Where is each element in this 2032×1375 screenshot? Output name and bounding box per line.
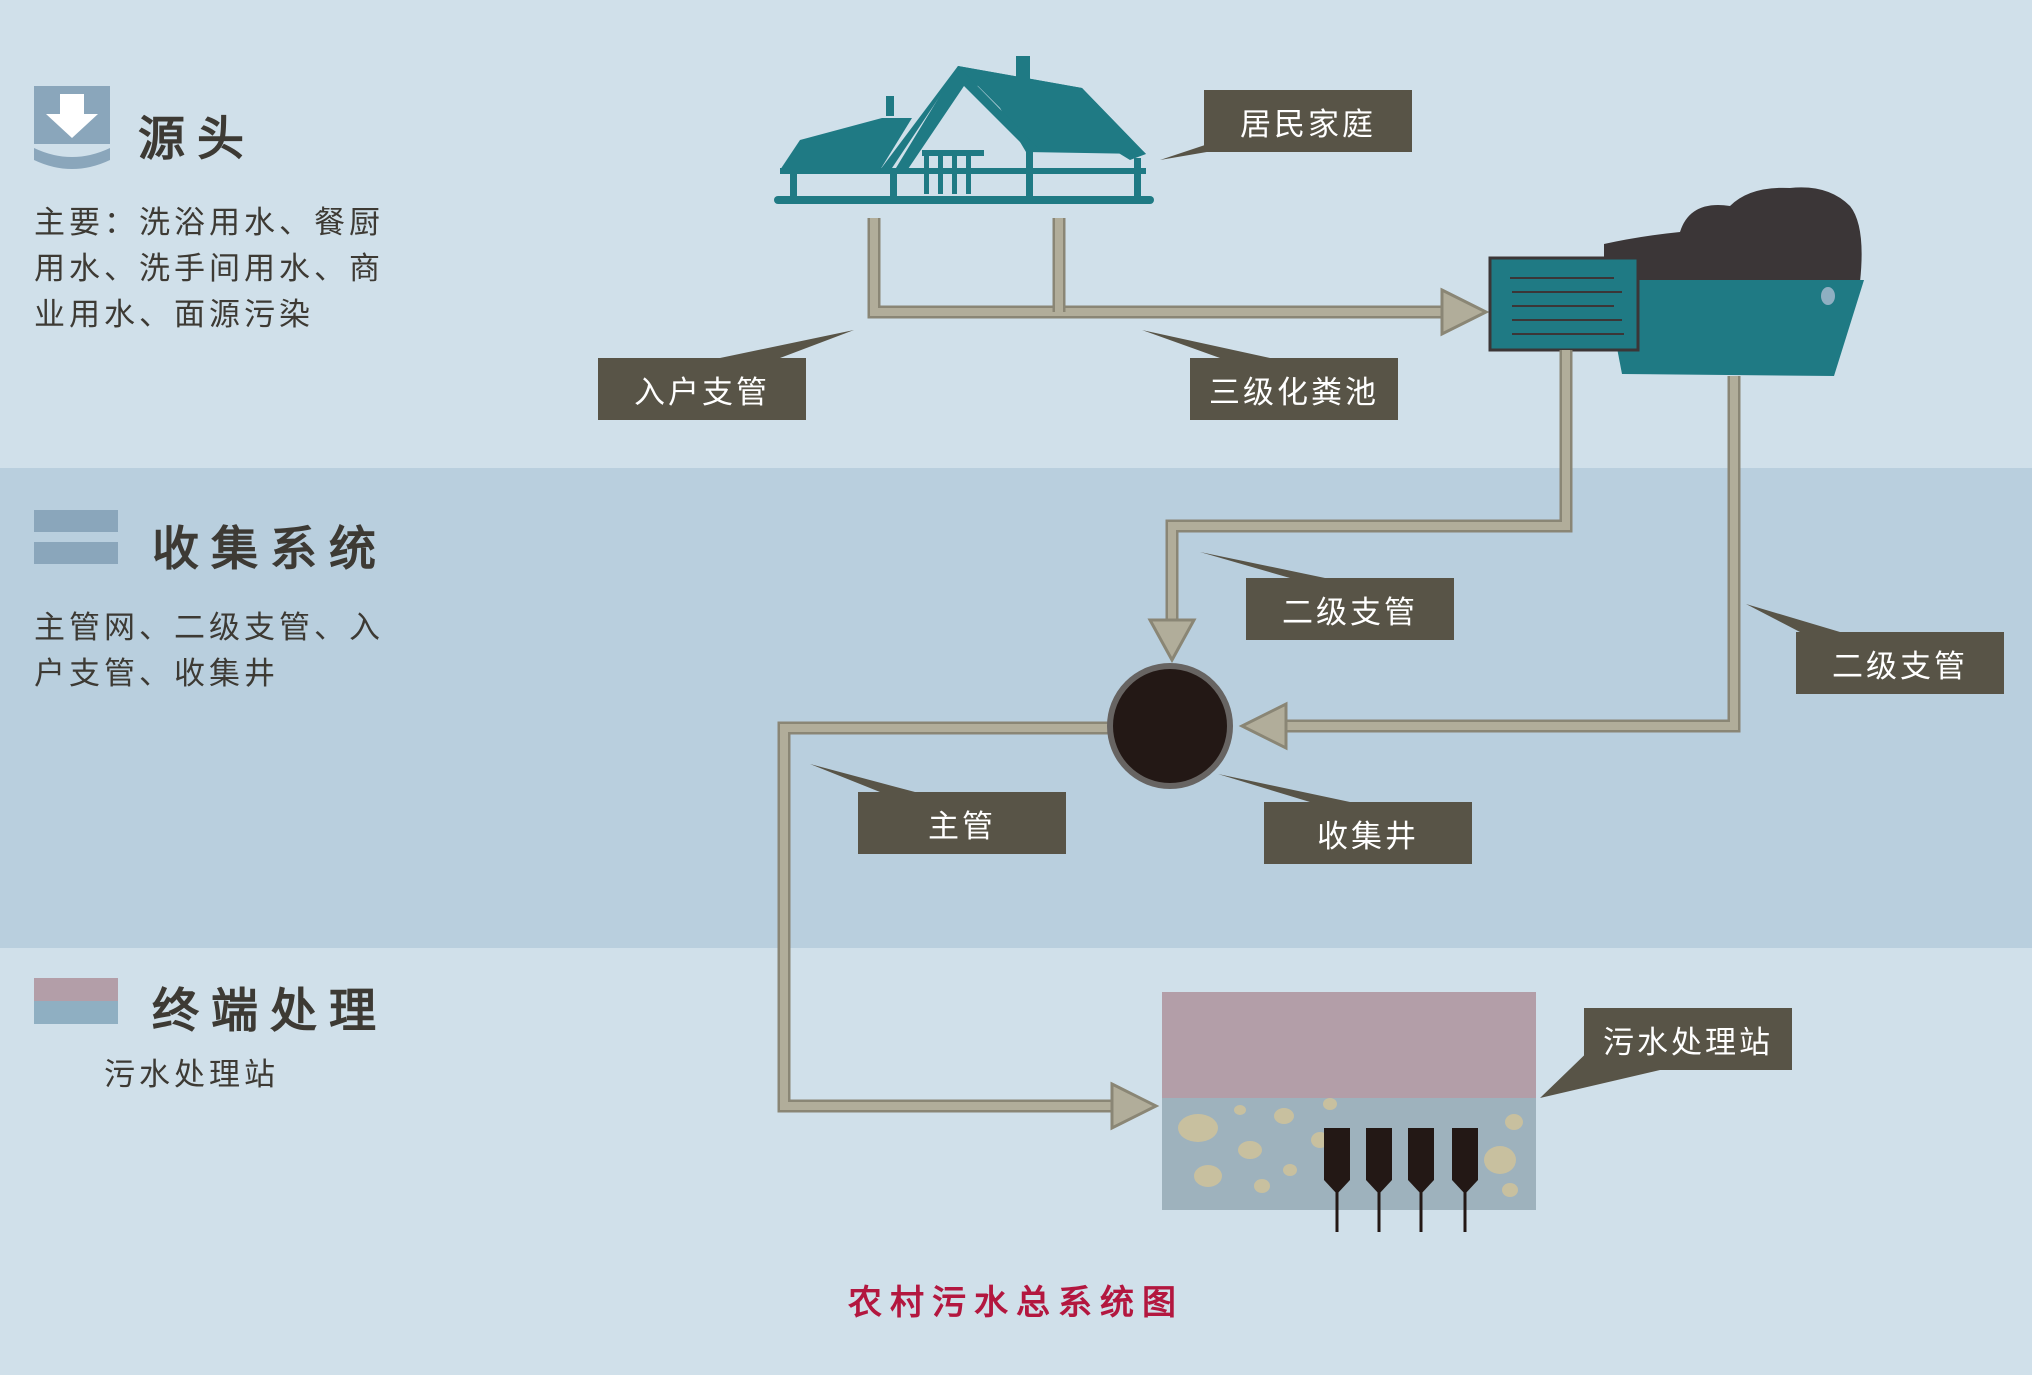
down-arrow-icon [34,86,110,169]
terminal-description: 污水处理站 [104,1052,279,1098]
house-branch-pipe-label: 入户支管 [598,358,806,420]
collection-well-icon [1107,663,1233,789]
main-pipe-label: 主管 [858,792,1066,854]
house-branch-pipe [867,218,1490,337]
terminal-title: 终端处理 [152,984,388,1039]
collection-desc-line: 户支管、收集井 [34,656,279,692]
secondary-branch-pipe-right [1238,376,1741,751]
collection-title: 收集系统 [152,522,388,577]
main-pipe [777,721,1160,1131]
diagram-caption: 农村污水总系统图 [848,1283,1184,1323]
household-label: 居民家庭 [1204,90,1412,152]
treatment-station-label: 污水处理站 [1584,1008,1792,1070]
source-title: 源头 [138,112,256,167]
collection-band [0,468,2032,948]
collection-description: 主管网、二级支管、入 户支管、收集井 [34,605,384,697]
collection-desc-line: 主管网、二级支管、入 [34,610,384,646]
secondary-branch-right-label: 二级支管 [1796,632,2004,694]
septic-tank-label: 三级化粪池 [1190,358,1398,420]
layered-block-icon [34,978,118,1024]
terminal-desc-line: 污水处理站 [104,1057,279,1093]
house-icon [774,56,1154,204]
secondary-branch-left-label: 二级支管 [1246,578,1454,640]
collection-well-label: 收集井 [1264,802,1472,864]
secondary-branch-pipe-left [1147,350,1573,664]
source-description: 主要：洗浴用水、餐厨 用水、洗手间用水、商 业用水、面源污染 [34,200,384,338]
source-desc-line: 主要：洗浴用水、餐厨 [34,205,384,241]
double-bar-icon [34,510,118,564]
septic-tank-icon [1488,187,1864,376]
source-desc-line: 业用水、面源污染 [34,297,314,333]
source-desc-line: 用水、洗手间用水、商 [34,251,384,287]
treatment-station-icon [1162,992,1536,1232]
